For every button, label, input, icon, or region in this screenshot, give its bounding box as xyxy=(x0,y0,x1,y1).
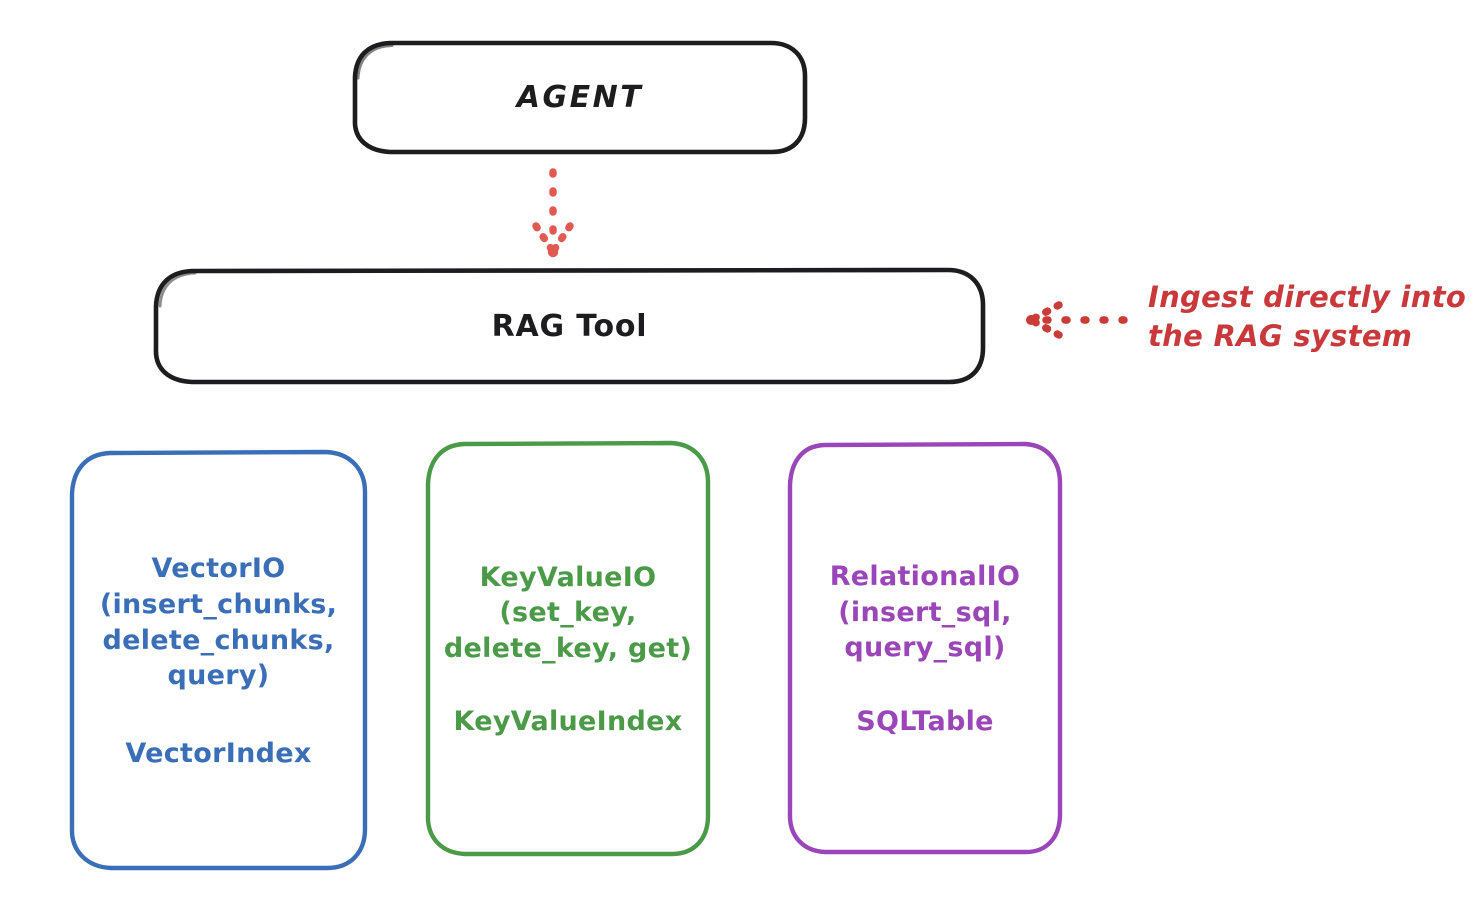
vector-io-node-shape[interactable] xyxy=(69,449,368,871)
key-value-io-node-shape[interactable] xyxy=(425,440,711,857)
relational-io-index-text: SQLTable xyxy=(856,705,994,737)
ingest-annotation-connector xyxy=(1026,301,1128,339)
agent-to-rag-connector xyxy=(532,168,574,258)
agent-node-shape[interactable] xyxy=(352,40,808,155)
vector-io-index-text: VectorIndex xyxy=(125,737,312,769)
ingest-annotation-text: Ingest directly into the RAG system xyxy=(1148,280,1467,354)
rag-tool-node-shape[interactable] xyxy=(153,267,986,385)
vector-io-node-label: VectorIO (insert_chunks, delete_chunks, … xyxy=(72,452,365,868)
key-value-io-index-text: KeyValueIndex xyxy=(453,706,683,738)
relational-io-node-shape[interactable] xyxy=(787,441,1063,855)
agent-node-label: AGENT xyxy=(516,79,644,115)
key-value-io-api-text: KeyValueIO (set_key, delete_key, get) xyxy=(443,561,693,664)
rag-tool-node-label: RAG Tool xyxy=(491,308,648,344)
key-value-io-node-label: KeyValueIO (set_key, delete_key, get) Ke… xyxy=(428,443,708,854)
relational-io-api-text: RelationalIO (insert_sql, query_sql) xyxy=(829,561,1021,664)
vector-io-api-text: VectorIO (insert_chunks, delete_chunks, … xyxy=(99,553,338,692)
relational-io-node-label: RelationalIO (insert_sql, query_sql) SQL… xyxy=(790,444,1060,852)
